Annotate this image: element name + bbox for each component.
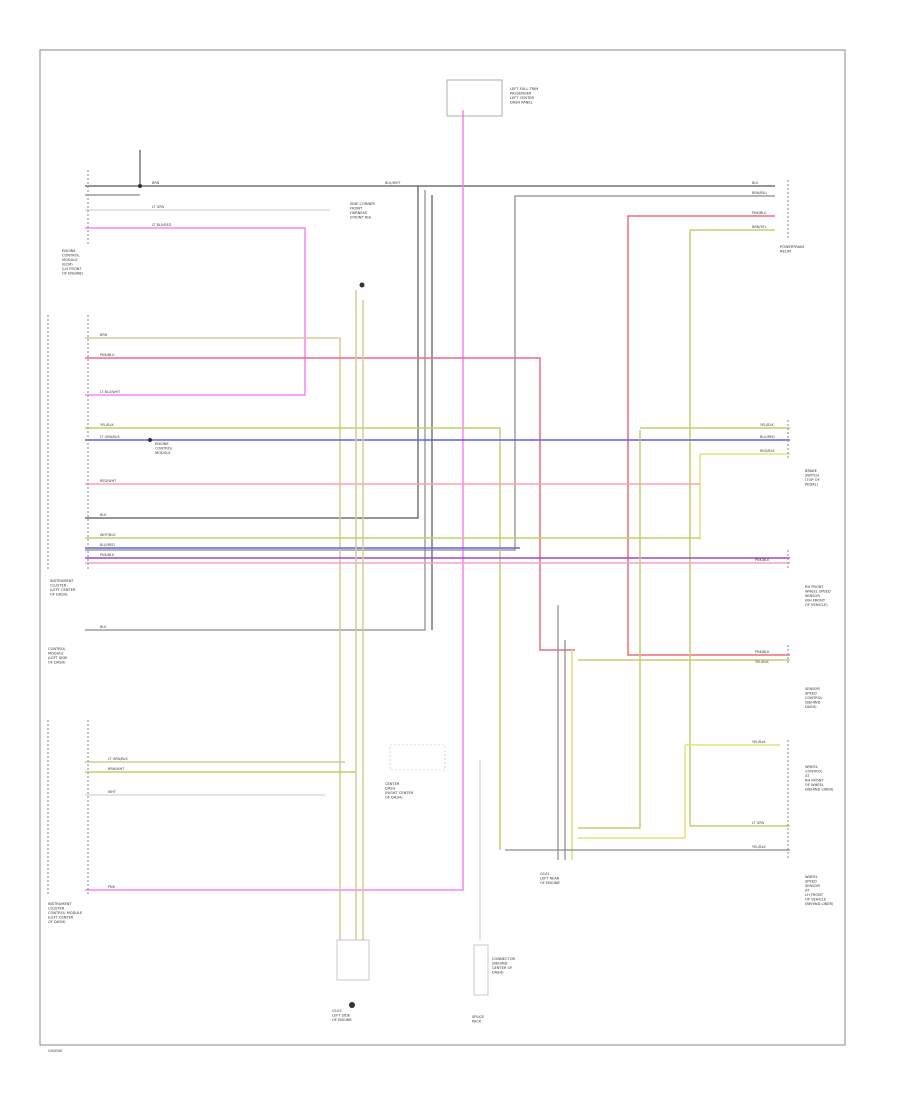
wire-labels-left-mid: BRN PNK/BLU LT BLU/WHT YEL/BLK LT GRN/BL… [100,333,121,629]
wire-labels-ecm: BRN LT GRN LT BLU/RED BLK/WHT [152,181,401,227]
splice-pack [336,939,370,981]
ground-bottom-label: G102 LEFT SIDE OF ENGINE [332,1009,353,1022]
ground-point [349,1002,355,1008]
svg-text:BRN/WHT: BRN/WHT [108,767,125,771]
footer-code: G00000 [48,1049,63,1053]
svg-text:LT GRN: LT GRN [152,205,165,209]
right-mid-label-3: SENSOR SPEED CONTROL (BEHIND DASH) [805,687,824,709]
svg-text:PNK/BLU: PNK/BLU [752,211,767,215]
svg-text:BLK/WHT: BLK/WHT [385,181,401,185]
svg-text:YEL/BLK: YEL/BLK [760,423,774,427]
center-dash-label: CENTER DASH (RIGHT CENTER OF DASH) [385,782,414,800]
svg-text:BRN/BLU: BRN/BLU [752,191,767,195]
svg-text:YEL/BLK: YEL/BLK [100,423,114,427]
center-dash-box [389,744,446,771]
svg-text:PNK/BLK: PNK/BLK [755,558,770,562]
connector-box [473,944,489,996]
svg-text:BRN: BRN [152,181,160,185]
svg-text:BLK: BLK [100,513,107,517]
svg-text:PNK/BLU: PNK/BLU [100,353,115,357]
svg-text:LT GRN/BLK: LT GRN/BLK [100,435,120,439]
left-low-label: CONTROL MODULE (LEFT SIDE OF DASH) [48,647,69,665]
svg-text:RED/WHT: RED/WHT [100,479,117,483]
svg-text:RED/BLK: RED/BLK [760,449,775,453]
svg-text:LT BLU/WHT: LT BLU/WHT [100,390,121,394]
center-gnd-label: SIDE CORNER FRONT HARNESS (FRONT RH) [350,202,376,220]
svg-text:LT GRN: LT GRN [752,821,765,825]
right-mid-label-1: BRAKE SWITCH (TOP OF PEDAL) [805,469,821,487]
ecm-label: ENGINE CONTROL MODULE (ECM) (LH FRONT OF… [62,249,84,276]
svg-text:LT GRN/BLK: LT GRN/BLK [108,757,128,761]
ground-center-label: G101 LEFT REAR OF ENGINE [540,872,561,885]
svg-text:PNK/BLK: PNK/BLK [100,553,115,557]
bottom-center-label: SPLICE PACK [472,1015,485,1024]
left-mid-label: INSTRUMENT CLUSTER (LEFT CENTER OF DASH) [50,579,77,597]
ground-symbols [138,79,503,1008]
wire-labels-right: BLK BRN/BLU PNK/BLU BRN/YEL YEL/BLK BLU/… [752,181,775,849]
top-connector-box [446,79,503,117]
right-mid-label-2: RH FRONT WHEEL SPEED SENSOR (RH FRONT OF… [805,585,832,607]
diagram-frame [39,49,846,1046]
left-bottom-label: INSTRUMENT CLUSTER CONTROL MODULE (LEFT … [48,902,83,924]
wire-labels-left-low: LT GRN/BLK BRN/WHT WHT PNK [108,757,128,889]
svg-text:BLU/RED: BLU/RED [100,543,115,547]
ground-point [359,282,365,288]
svg-text:YEL/BLK: YEL/BLK [752,845,766,849]
right-low-label-1: WHEEL CONTROL AT RH FRONT OF WHEEL (BEHI… [805,765,834,792]
splice-dot [138,184,142,188]
svg-text:WHT/BLK: WHT/BLK [100,533,116,537]
svg-text:WHT: WHT [108,790,117,794]
svg-text:BRN/YEL: BRN/YEL [752,225,767,229]
top-center-label: LEFT FULL TRIM PASSENGER LEFT CENTER DAS… [510,87,539,105]
svg-text:BLU/RED: BLU/RED [760,435,775,439]
connector-bars [47,170,789,895]
svg-text:LT BLU/RED: LT BLU/RED [152,223,172,227]
svg-text:YEL/BLK: YEL/BLK [752,740,766,744]
wires [85,110,790,940]
svg-text:PNK/BLK: PNK/BLK [755,650,770,654]
splice-dot [148,438,152,442]
svg-text:PNK: PNK [108,885,116,889]
svg-text:YEL/BLK: YEL/BLK [755,660,769,664]
svg-text:BRN: BRN [100,333,108,337]
svg-text:BLK: BLK [752,181,759,185]
right-top-label: POWERTRAIN RELAY [780,245,805,254]
svg-text:BLK: BLK [100,625,107,629]
center-connector-label: ENGINE CONTROL MODULE [155,442,174,455]
right-low-label-2: WHEEL SPEED SENSOR AT LH FRONT OF VEHICL… [805,875,834,906]
bottom-box-label: CONNECTOR (BEHIND CENTER OF DASH) [492,957,516,975]
